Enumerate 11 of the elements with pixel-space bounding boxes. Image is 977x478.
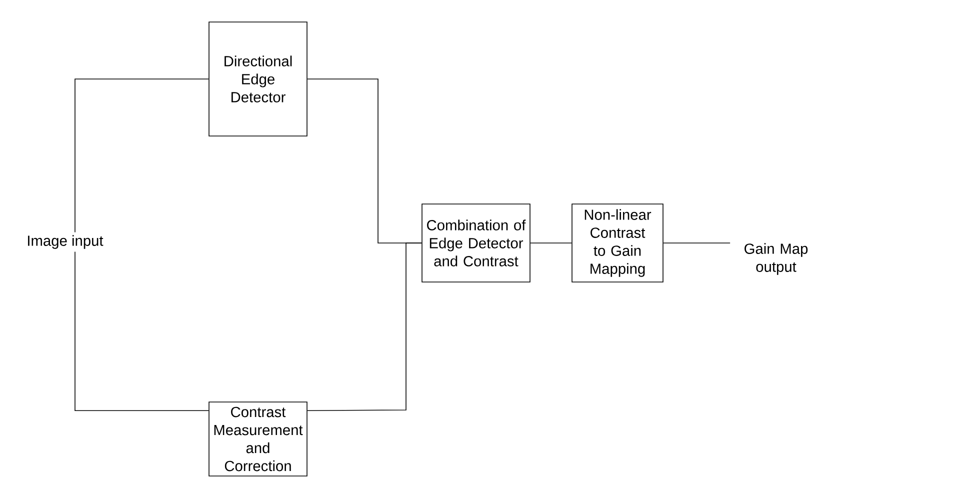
process-box: Combination of Edge Detector and Contrast <box>422 204 530 282</box>
text-label: Gain Map output <box>744 243 808 275</box>
text-label: Image input <box>28 235 104 249</box>
process-box: Directional Edge Detector <box>208 22 308 136</box>
process-box: Non-linear Contrast to Gain Mapping <box>572 204 664 282</box>
process-box: Contrast Measurement and Correction <box>208 402 308 476</box>
connector-line <box>74 78 209 233</box>
connector-line <box>74 251 209 411</box>
connector-line <box>307 242 422 411</box>
connector-line <box>530 242 572 244</box>
connector-line <box>663 242 730 244</box>
